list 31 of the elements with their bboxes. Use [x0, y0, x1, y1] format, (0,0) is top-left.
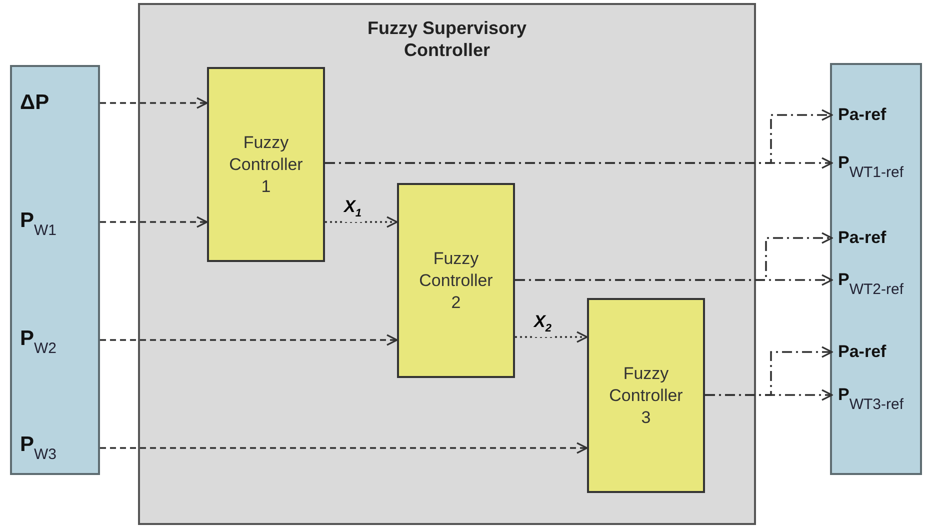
arrow: [325, 216, 398, 228]
controller-label: Fuzzy Controller 2: [418, 248, 494, 314]
output-signal-label: P$_{WT2-ref}$: [837, 270, 904, 298]
signal-panel: [10, 65, 100, 475]
arrow: [325, 157, 833, 169]
output-signal-label: Pa-ref: [837, 342, 886, 362]
supervisory-controller-box: [138, 3, 756, 525]
arrow: [100, 442, 588, 454]
input-signal-label: P$_{W1}$: [19, 209, 57, 239]
output-signal-label: Pa-ref: [837, 228, 886, 248]
arrow: [705, 389, 833, 401]
controller-label: Fuzzy Controller 1: [228, 132, 304, 198]
controller-label: Fuzzy Controller 3: [608, 362, 684, 428]
input-signal-label: ΔP: [19, 91, 50, 115]
edge-label: X$_{1}$: [343, 198, 362, 222]
controller-box: [207, 67, 325, 262]
output-signal-label: P$_{WT3-ref}$: [837, 385, 904, 413]
input-signal-label: P$_{W3}$: [19, 433, 57, 463]
arrow: [100, 97, 208, 109]
controller-title: Fuzzy Supervisory Controller: [366, 17, 528, 61]
signal-panel: [830, 63, 922, 475]
output-signal-label: P$_{WT1-ref}$: [837, 153, 904, 181]
controller-box: [397, 183, 515, 378]
input-signal-label: P$_{W2}$: [19, 327, 57, 357]
arrow: [100, 216, 208, 228]
output-signal-label: Pa-ref: [837, 105, 886, 125]
edge-label: X$_{2}$: [533, 313, 552, 338]
arrow: [515, 274, 833, 286]
controller-box: [587, 298, 705, 493]
arrow: [515, 331, 588, 343]
arrow: [100, 334, 398, 346]
